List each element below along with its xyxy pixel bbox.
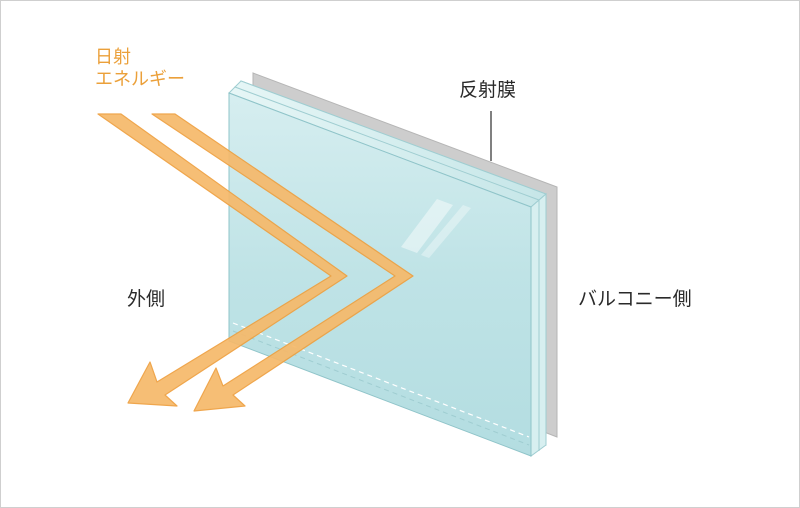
outside-label: 外側 xyxy=(127,288,166,310)
balcony-side-label: バルコニー側 xyxy=(578,288,692,310)
solar-energy-label: 日射 エネルギー xyxy=(95,47,185,91)
glass-highlight xyxy=(421,205,471,258)
glass-dashed-line xyxy=(232,322,530,438)
solar-energy-label-line1: 日射 xyxy=(95,47,131,68)
glass-highlight xyxy=(401,199,453,253)
glass-layer-line xyxy=(234,86,540,201)
glass-front-face xyxy=(228,92,532,457)
glass-dashed-line xyxy=(232,330,530,446)
energy-arrow-1 xyxy=(97,113,348,407)
reflective-film-label: 反射膜 xyxy=(459,79,517,101)
solar-energy-label-line2: エネルギー xyxy=(95,69,185,90)
energy-arrow-2 xyxy=(151,113,414,412)
